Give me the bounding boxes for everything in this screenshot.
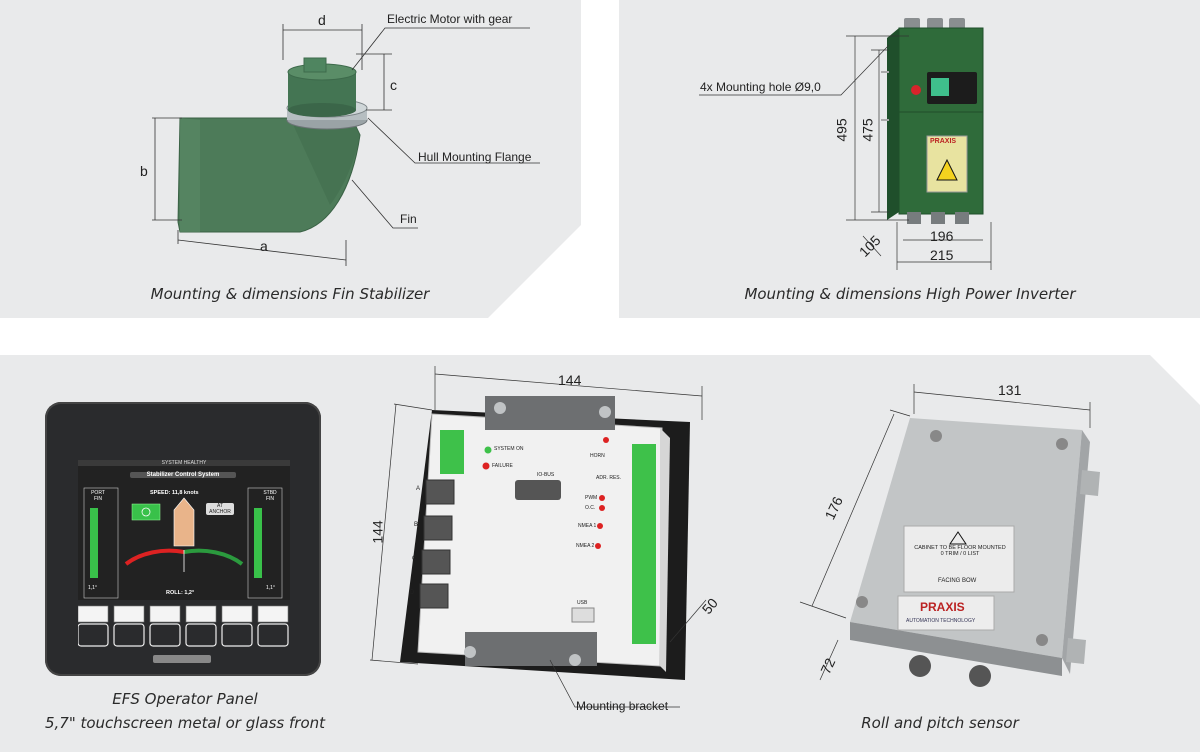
sensor-facing-text: FACING BOW <box>938 578 977 584</box>
port-b: B <box>414 522 419 528</box>
port-a: A <box>416 486 421 492</box>
controller-drawing <box>369 366 707 708</box>
fin-stabilizer-drawing <box>152 24 540 266</box>
sensor-brand-sub: AUTOMATION TECHNOLOGY <box>906 618 976 624</box>
io-bus-label: IO-BUS <box>537 472 555 478</box>
led-horn: HORN <box>590 453 605 459</box>
dim-144-side: 144 <box>369 520 386 544</box>
port-fin-label: PORT FIN <box>91 490 105 502</box>
led-pwm: PWM <box>585 495 598 501</box>
panel-logo-strip <box>153 655 211 663</box>
mounting-bracket-label: Mounting bracket <box>576 699 669 713</box>
screen-speed: SPEED: 11,8 knots <box>150 490 199 496</box>
led-nmea1: NMEA 1 <box>578 523 597 529</box>
dim-a: a <box>260 238 268 254</box>
sensor-drawing <box>799 384 1100 687</box>
at-anchor-button[interactable]: AT ANCHOR <box>206 503 234 515</box>
roll-readout: ROLL: 1,2° <box>166 590 195 596</box>
sensor-label <box>903 525 1015 593</box>
inverter-drawing <box>699 18 992 270</box>
callout-motor: Electric Motor with gear <box>387 12 513 26</box>
usb-label: USB <box>577 600 588 606</box>
stbd-fin-label: STBD FIN <box>263 490 277 502</box>
sensor-brand-plate <box>897 595 995 631</box>
led-failure: FAILURE <box>492 463 513 469</box>
callout-flange: Hull Mounting Flange <box>418 150 532 164</box>
sensor-brand: PRAXIS <box>920 600 965 614</box>
dim-144-top: 144 <box>558 372 582 388</box>
led-nmea2: NMEA 2 <box>576 543 595 549</box>
port-fin-value: 1,1° <box>88 585 97 591</box>
dim-475: 475 <box>859 118 876 142</box>
mounting-hole-label: 4x Mounting hole Ø9,0 <box>700 80 821 94</box>
inverter-brand: PRAXIS <box>930 138 957 145</box>
stbd-fin-value: 1,1° <box>266 585 275 591</box>
fin-caption: Mounting & dimensions Fin Stabilizer <box>150 285 430 303</box>
dim-131: 131 <box>998 382 1022 398</box>
dim-196: 196 <box>930 228 954 244</box>
led-adr-res: ADR. RES. <box>596 475 622 481</box>
led-oc: O.C. <box>585 505 596 511</box>
inverter-caption: Mounting & dimensions High Power Inverte… <box>744 285 1076 303</box>
callout-fin: Fin <box>400 212 417 226</box>
dim-b: b <box>140 163 148 179</box>
sensor-label-text: CABINET TO BE FLOOR MOUNTED 0 TRIM / 0 L… <box>914 545 1006 557</box>
dim-c: c <box>390 77 397 93</box>
port-c: C <box>412 556 417 562</box>
panel-caption-line2: 5,7" touchscreen metal or glass front <box>44 714 326 732</box>
boat-icon <box>173 497 195 547</box>
dim-495: 495 <box>833 118 850 142</box>
screen-status: SYSTEM HEALTHY <box>78 460 290 466</box>
led-system-on: SYSTEM ON <box>494 446 524 452</box>
panel-caption-line1: EFS Operator Panel <box>112 690 258 708</box>
power-button <box>131 503 161 521</box>
operator-screen-graphics <box>78 487 289 647</box>
dim-215: 215 <box>930 247 954 263</box>
dim-d: d <box>318 12 326 28</box>
screen-title: Stabilizer Control System <box>130 472 236 478</box>
sensor-caption: Roll and pitch sensor <box>861 714 1019 732</box>
port-d: D <box>410 590 415 596</box>
